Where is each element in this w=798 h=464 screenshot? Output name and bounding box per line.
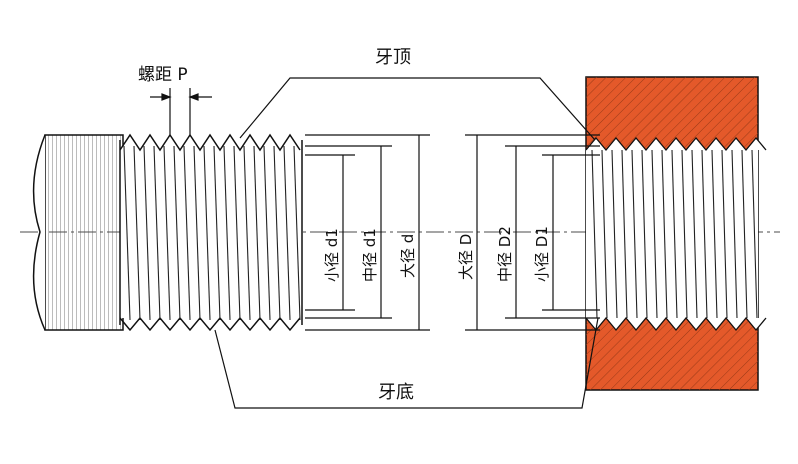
leader-lines bbox=[150, 77, 599, 409]
crest-leader bbox=[239, 77, 596, 141]
dimension-lines bbox=[305, 134, 600, 331]
bolt-threads bbox=[119, 133, 303, 332]
root-label: 牙底 bbox=[378, 382, 414, 403]
nut-major-diameter-label: 大径 D bbox=[457, 234, 475, 280]
pitch-label: 螺距 P bbox=[138, 65, 188, 85]
nut-pitch-diameter-label: 中径 D2 bbox=[496, 226, 514, 282]
bolt-minor-diameter-label: 小径 d1 bbox=[323, 228, 341, 282]
root-leader bbox=[214, 317, 599, 409]
bolt-pitch-diameter-label: 中径 d1 bbox=[361, 228, 379, 282]
bolt-shaft bbox=[32, 134, 124, 331]
bolt-major-diameter-label: 大径 d bbox=[399, 234, 417, 278]
crest-label: 牙顶 bbox=[375, 47, 411, 68]
nut-minor-diameter-label: 小径 D1 bbox=[533, 226, 551, 282]
nut-section bbox=[585, 76, 767, 391]
